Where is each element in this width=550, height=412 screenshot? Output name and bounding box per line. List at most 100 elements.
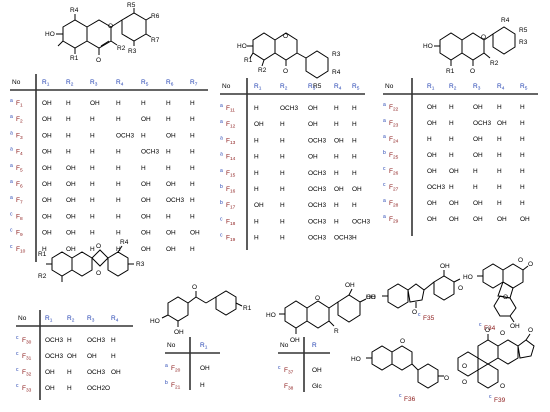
table-cell: H [352, 137, 357, 144]
chem-label: O [528, 327, 533, 334]
row-footnote: a [220, 168, 223, 174]
table-cell: H [116, 181, 121, 188]
table-cell: H [116, 165, 121, 172]
table-cell: OH [334, 137, 344, 144]
row-compound-id: F23 [389, 120, 399, 129]
row-compound-id: F32 [22, 369, 32, 378]
row-compound-id: F33 [22, 385, 32, 394]
structure-chalcone [161, 290, 243, 327]
table-cell: H [254, 170, 259, 177]
row-compound-id: F2 [16, 116, 23, 125]
row-compound-id: F17 [226, 202, 236, 211]
chem-label: O [96, 243, 101, 250]
table-cell: H [190, 246, 195, 253]
table-cell: OH [141, 230, 151, 237]
table-cell: OCH3 [45, 353, 63, 360]
table-cell: H [42, 246, 47, 253]
chem-label: O [444, 375, 449, 382]
chem-label: HO [45, 31, 55, 38]
row-compound-id: F38 [284, 383, 294, 392]
table-cell: OCH3 [116, 132, 134, 139]
table-cell: OH [352, 186, 362, 193]
chem-label: O [485, 327, 490, 334]
table-cell: H [497, 136, 502, 143]
table-header-cell: R3 [308, 83, 316, 92]
table-cell: OCH3 [308, 235, 326, 242]
table-cell: OCH2O [87, 385, 110, 392]
chem-label: R4 [120, 239, 129, 246]
row-compound-id: F22 [389, 104, 399, 113]
table-cell: OCH3 [473, 120, 491, 127]
table-cell: H [190, 165, 195, 172]
chem-label: O [528, 261, 533, 268]
table-cell: OH [520, 216, 530, 223]
chem-label: HO [150, 318, 160, 325]
chem-label: R2 [258, 67, 267, 74]
table-cell: OH [66, 197, 76, 204]
row-footnote: a [383, 198, 386, 204]
chem-label: R3 [128, 48, 137, 55]
table-cell: H [520, 200, 525, 207]
row-compound-id: F5 [16, 165, 23, 174]
chem-label: R3 [332, 51, 341, 58]
table-cell: H [116, 197, 121, 204]
table-cell: H [90, 116, 95, 123]
chem-label: HO [266, 312, 276, 319]
table-header-cell: No [385, 83, 394, 90]
table-cell: OH [87, 353, 97, 360]
row-compound-id: F27 [389, 184, 399, 193]
table-cell: H [116, 116, 121, 123]
table-cell: OH [427, 152, 437, 159]
table-cell: OH [200, 365, 210, 372]
table-cell: OCH3 [280, 105, 298, 112]
table-cell: H [280, 218, 285, 225]
table-cell: H [254, 218, 259, 225]
row-footnote: b [383, 150, 386, 156]
table-header-cell: R4 [334, 83, 342, 92]
table-header-cell: R [312, 342, 317, 349]
chem-label: OH [174, 329, 184, 336]
structure-isoflavone [247, 32, 329, 79]
table-cell: OH [42, 100, 52, 107]
row-compound-id: F3 [16, 132, 23, 141]
row-compound-id: F30 [22, 337, 32, 346]
chem-label: O [108, 23, 113, 30]
table-cell: OH [308, 154, 318, 161]
table-header-cell: No [280, 342, 289, 349]
row-compound-id: F15 [226, 170, 236, 179]
row-compound-id: F7 [16, 197, 23, 206]
table-cell: OH [166, 230, 176, 237]
chem-label: HO [366, 294, 376, 301]
table-cell: OH [449, 216, 459, 223]
chem-label: R1 [70, 55, 79, 62]
table-cell: OH [66, 213, 76, 220]
table-cell: OH [473, 104, 483, 111]
row-footnote: c [16, 335, 19, 341]
compound-id-F35: F35 [423, 315, 435, 322]
table-cell: OCH3 [308, 186, 326, 193]
table-cell: H [334, 154, 339, 161]
table-header-cell: R1 [427, 83, 435, 92]
table-cell: H [66, 149, 71, 156]
table-cell: H [190, 100, 195, 107]
table-header-cell: No [12, 79, 21, 86]
table-cell: H [334, 202, 339, 209]
table-cell: OH [427, 168, 437, 175]
table-cell: OH [427, 216, 437, 223]
row-footnote: a [220, 103, 223, 109]
table-header-cell: No [18, 315, 27, 322]
table-cell: H [334, 105, 339, 112]
table-cell: H [166, 100, 171, 107]
table-cell: H [190, 116, 195, 123]
chem-label: O [500, 383, 505, 390]
row-footnote: a [383, 102, 386, 108]
table-cell: OCH3 [352, 218, 370, 225]
